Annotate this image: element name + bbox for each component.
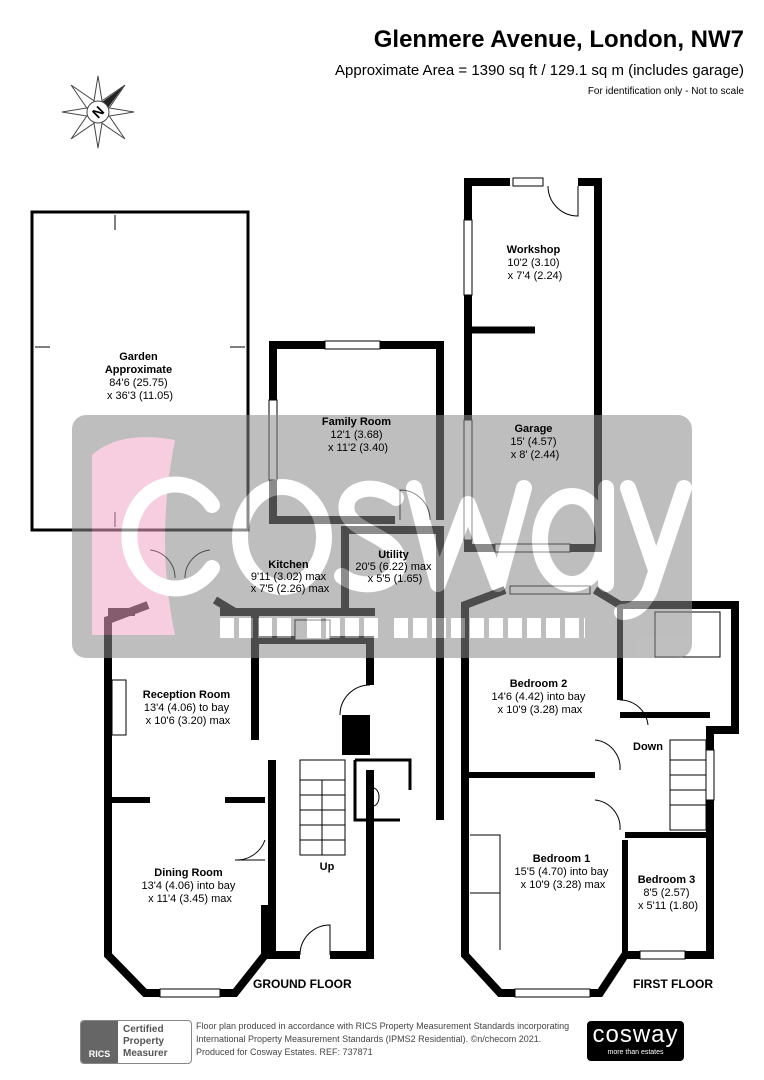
utility-label: Utility 20'5 (6.22) max x 5'5 (1.65) xyxy=(355,549,434,585)
workshop-label: Workshop 10'2 (3.10) x 7'4 (2.24) xyxy=(507,244,564,282)
logo-word: cosway xyxy=(592,1021,679,1048)
first-stairs xyxy=(669,739,707,831)
stairs-up-label: Up xyxy=(320,861,335,873)
garden-label: Garden Approximate 84'6 (25.75) x 36'3 (… xyxy=(105,351,175,402)
reception-room-label: Reception Room 13'4 (4.06) to bay x 10'6… xyxy=(143,689,233,727)
plan-title: Glenmere Avenue, London, NW7 xyxy=(373,26,744,53)
scale-note: For identification only - Not to scale xyxy=(587,86,744,97)
ground-floor-label: GROUND FLOOR xyxy=(253,977,352,991)
cosway-watermark xyxy=(72,415,692,658)
footer-line: Floor plan produced in accordance with R… xyxy=(196,1021,570,1031)
rics-badge: RICS Certified Property Measurer xyxy=(80,1020,192,1064)
rics-cert-line: Property xyxy=(123,1036,165,1047)
kitchen-label: Kitchen 9'11 (3.02) max x 7'5 (2.26) max xyxy=(251,559,330,595)
bedroom-2-label: Bedroom 2 14'6 (4.42) into bay x 10'9 (3… xyxy=(492,678,589,716)
ground-stairs xyxy=(299,759,346,856)
bedroom-1-label: Bedroom 1 15'5 (4.70) into bay x 10'9 (3… xyxy=(515,853,612,891)
approximate-area: Approximate Area = 1390 sq ft / 129.1 sq… xyxy=(335,62,744,79)
rics-cert-line: Certified xyxy=(123,1024,164,1035)
first-floor-label: FIRST FLOOR xyxy=(633,977,713,991)
footer-disclaimer: Floor plan produced in accordance with R… xyxy=(196,1020,584,1059)
rics-logo: RICS xyxy=(81,1021,118,1063)
family-room-label: Family Room 12'1 (3.68) x 11'2 (3.40) xyxy=(322,416,394,454)
dining-room-label: Dining Room 13'4 (4.06) into bay x 11'4 … xyxy=(142,867,239,905)
bedroom-3-label: Bedroom 3 8'5 (2.57) x 5'11 (1.80) xyxy=(638,874,699,912)
stairs-down-label: Down xyxy=(633,741,663,753)
watermark-brand-lettering xyxy=(121,476,692,620)
logo-tagline: more than estates xyxy=(607,1049,664,1056)
compass-icon: N xyxy=(61,75,135,149)
cosway-logo: cosway more than estates xyxy=(587,1021,684,1061)
rics-cert-line: Measurer xyxy=(123,1048,168,1059)
footer-line: Produced for Cosway Estates. REF: 737871 xyxy=(196,1047,373,1057)
footer-line: International Property Measurement Stand… xyxy=(196,1034,542,1044)
garage-label: Garage 15' (4.57) x 8' (2.44) xyxy=(510,423,559,461)
